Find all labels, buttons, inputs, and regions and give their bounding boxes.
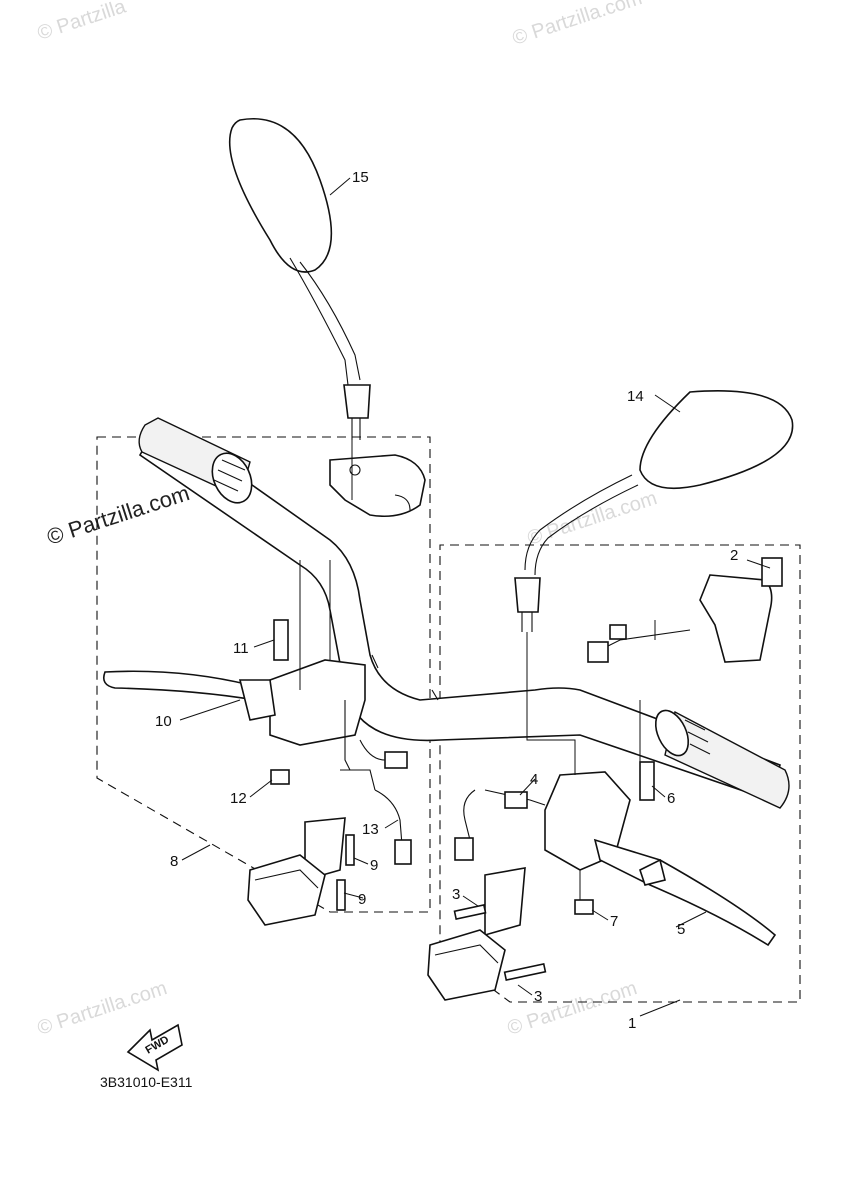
callout-4: 4 <box>530 771 538 788</box>
callout-1: 1 <box>628 1015 636 1032</box>
diagram-code: 3B31010-E311 <box>100 1074 193 1090</box>
callout-15: 15 <box>352 169 369 186</box>
callout-2: 2 <box>730 547 738 564</box>
watermark-mid: © Partzilla.com <box>525 487 660 550</box>
left-switch-cover <box>329 454 426 518</box>
callout-9a: 9 <box>370 857 378 874</box>
mirror-15 <box>228 118 371 440</box>
watermark-bottom-right: © Partzilla.com <box>505 977 640 1040</box>
left-brake-assembly <box>102 619 412 865</box>
left-lower-housing <box>247 817 355 926</box>
watermark-top-right: © Partzilla.com <box>510 0 645 50</box>
callout-3b: 3 <box>534 988 542 1005</box>
callout-11: 11 <box>233 640 249 657</box>
callout-10: 10 <box>155 713 172 730</box>
right-switch-housing <box>587 557 783 663</box>
fwd-arrow-icon: FWD <box>126 1023 183 1072</box>
callout-9b: 9 <box>358 891 366 908</box>
callout-6: 6 <box>667 790 675 807</box>
callout-8: 8 <box>170 853 178 870</box>
right-brake-assembly <box>454 761 777 947</box>
leader-lines <box>179 177 771 1017</box>
group-box-1 <box>439 544 801 1003</box>
callout-3a: 3 <box>452 886 460 903</box>
callout-14: 14 <box>627 388 644 405</box>
callout-13: 13 <box>362 821 379 838</box>
callout-5: 5 <box>677 921 685 938</box>
watermark-top-left: © Partzilla <box>35 0 130 45</box>
right-lower-housing <box>427 867 547 1001</box>
group-box-8 <box>96 436 431 913</box>
callout-12: 12 <box>230 790 247 807</box>
callout-7: 7 <box>610 913 618 930</box>
watermark-left-logo: © Partzilla.com <box>44 480 193 550</box>
mirror-14 <box>514 390 794 632</box>
assembly-lines <box>299 440 656 900</box>
